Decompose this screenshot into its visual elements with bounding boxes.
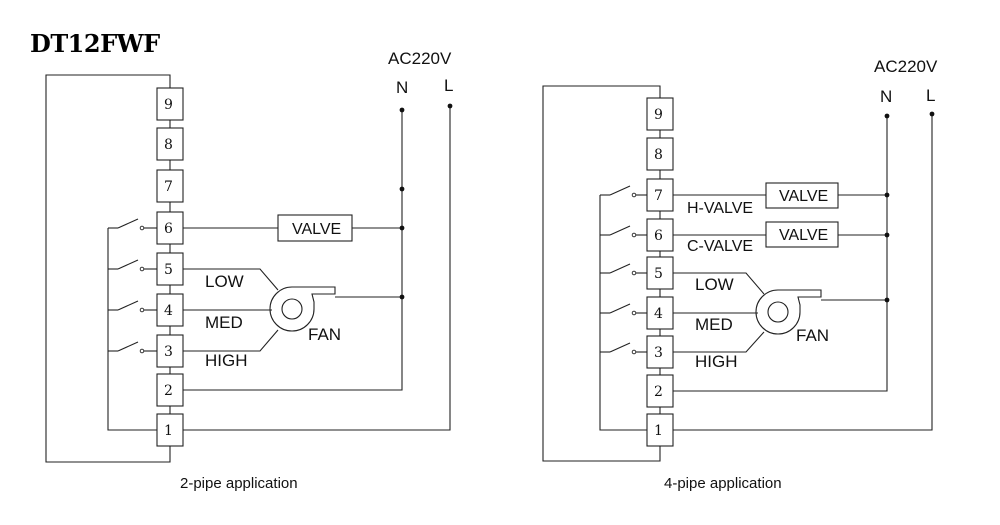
terminal-4 <box>156 293 184 327</box>
terminal-label: 9 <box>164 97 173 113</box>
terminal-1 <box>156 413 184 447</box>
live-label: L <box>926 86 935 105</box>
terminal-label: 7 <box>164 179 173 195</box>
h-valve-label: H-VALVE <box>687 200 753 217</box>
two-pipe-diagram: 9 8 7 6 5 4 3 2 1 <box>45 49 453 492</box>
high-wire <box>673 331 765 353</box>
h-valve-box <box>765 182 839 209</box>
c-valve-box-label: VALVE <box>779 227 828 244</box>
terminal-label: 5 <box>654 266 663 282</box>
terminal-label: 9 <box>654 107 663 123</box>
low-wire <box>183 268 279 291</box>
terminal-label: 2 <box>654 384 663 400</box>
fan-label: FAN <box>308 325 341 344</box>
terminal-label: 8 <box>164 137 173 153</box>
med-label: MED <box>695 315 733 334</box>
terminal-label: 8 <box>654 147 663 163</box>
relay-switches <box>600 185 647 355</box>
neutral-label: N <box>880 87 892 106</box>
high-label: HIGH <box>695 352 738 371</box>
terminal-3 <box>156 334 184 368</box>
terminal-label: 2 <box>164 383 173 399</box>
supply-label: AC220V <box>874 57 938 76</box>
neutral-label: N <box>396 78 408 97</box>
four-pipe-diagram: 9 8 7 6 5 4 3 2 1 <box>542 57 938 492</box>
low-label: LOW <box>205 272 244 291</box>
live-label: L <box>444 76 453 95</box>
terminal-block: 9 8 7 6 5 4 3 2 1 <box>646 97 674 447</box>
fan-label: FAN <box>796 326 829 345</box>
terminal-label: 3 <box>164 344 173 360</box>
terminal-label: 1 <box>654 423 663 439</box>
low-wire <box>673 272 765 295</box>
terminal-block: 9 8 7 6 5 4 3 2 1 <box>156 87 184 447</box>
loop-wire <box>542 85 661 462</box>
supply-label: AC220V <box>388 49 452 68</box>
neutral-wire <box>673 116 888 392</box>
terminal-label: 4 <box>654 306 663 322</box>
fan-icon <box>269 286 336 332</box>
terminal-label: 6 <box>654 228 663 244</box>
terminal-2 <box>646 374 674 408</box>
switch-bus <box>107 228 157 431</box>
high-wire <box>183 329 279 352</box>
terminal-9 <box>646 97 674 131</box>
terminal-label: 5 <box>164 262 173 278</box>
terminal-2 <box>156 373 184 407</box>
h-valve-box-label: VALVE <box>779 188 828 205</box>
four-pipe-caption: 4-pipe application <box>664 475 782 492</box>
valve-label: VALVE <box>292 221 341 238</box>
two-pipe-caption: 2-pipe application <box>180 475 298 492</box>
terminal-label: 4 <box>164 303 173 319</box>
terminal-label: 7 <box>654 188 663 204</box>
c-valve-label: C-VALVE <box>687 238 753 255</box>
neutral-wire <box>183 110 403 391</box>
fan-icon <box>755 289 822 335</box>
med-label: MED <box>205 313 243 332</box>
terminal-label: 6 <box>164 221 173 237</box>
loop-wire <box>45 74 171 463</box>
terminal-label: 3 <box>654 345 663 361</box>
live-wire <box>673 114 933 431</box>
live-wire <box>183 106 451 431</box>
model-title: DT12FWF <box>30 29 160 58</box>
terminal-8 <box>156 127 184 161</box>
terminal-8 <box>646 137 674 171</box>
high-label: HIGH <box>205 351 248 370</box>
terminal-7 <box>156 169 184 203</box>
terminal-9 <box>156 87 184 121</box>
terminal-label: 1 <box>164 423 173 439</box>
relay-switches <box>108 218 157 354</box>
low-label: LOW <box>695 275 734 294</box>
